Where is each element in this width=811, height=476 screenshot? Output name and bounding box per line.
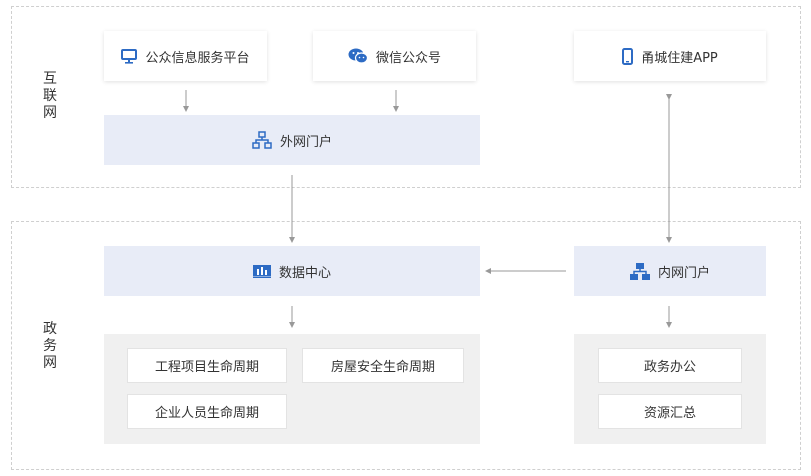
gov-network-zone-label: 政务网 [43,321,57,371]
data-center-label: 数据中心 [278,265,331,281]
public-service-platform-label: 公众信息服务平台 [145,50,250,66]
monitor-icon [121,48,138,64]
lifecycle-item-project[interactable]: 工程项目生命周期 [127,348,287,383]
wechat-official-label: 微信公众号 [375,50,441,66]
network-icon [252,131,272,149]
internet-zone [11,6,801,188]
data-center-band[interactable]: 数据中心 [104,246,480,296]
phone-icon [622,47,634,65]
internal-portal-band[interactable]: 内网门户 [574,246,766,296]
external-portal-band[interactable]: 外网门户 [104,115,480,165]
network-tree-icon [629,262,650,280]
external-portal-label: 外网门户 [279,134,332,150]
internet-zone-label: 互联网 [43,71,57,121]
office-item-gov-office[interactable]: 政务办公 [598,348,742,383]
app-card[interactable]: 甬城住建APP [574,31,766,81]
public-service-platform-card[interactable]: 公众信息服务平台 [104,31,267,81]
internal-portal-label: 内网门户 [657,265,710,281]
lifecycle-item-enterprise-personnel[interactable]: 企业人员生命周期 [127,394,287,429]
lifecycle-item-housing-safety[interactable]: 房屋安全生命周期 [302,348,464,383]
chart-icon [252,264,271,278]
gov-network-zone [11,221,801,470]
office-item-resource-summary[interactable]: 资源汇总 [598,394,742,429]
wechat-official-card[interactable]: 微信公众号 [313,31,476,81]
app-label: 甬城住建APP [641,50,718,66]
wechat-icon [348,48,368,64]
